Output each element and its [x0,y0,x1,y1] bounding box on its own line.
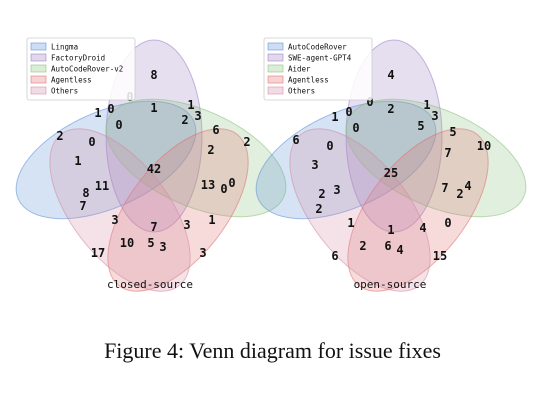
region-count: 2 [181,113,188,127]
region-count: 4 [419,221,426,235]
region-count: 3 [111,213,118,227]
region-count: 2 [387,102,394,116]
region-count: 2 [359,239,366,253]
venn-set-2 [345,98,527,218]
region-count: 6 [384,239,391,253]
legend-swatch [30,53,47,62]
region-count: 1 [94,106,101,120]
region-count: 2 [315,202,322,216]
legend-label: Agentless [288,76,329,85]
region-count: 0 [444,216,451,230]
region-count: 13 [201,178,215,192]
region-count: 3 [183,218,190,232]
legend-label: Others [51,87,78,96]
venn-set-2 [105,98,287,218]
region-count: 1 [208,213,215,227]
region-count: 1 [187,98,194,112]
legend-swatch [267,42,284,51]
region-count: 2 [243,135,250,149]
region-count: 6 [212,123,219,137]
region-count: 1 [387,223,394,237]
region-count: 4 [464,179,471,193]
legend-swatch [267,75,284,84]
figure-caption: Figure 4: Venn diagram for issue fixes [104,338,441,363]
region-count: 11 [95,179,109,193]
legend-label: SWE-agent-GPT4 [288,54,352,63]
region-count: 8 [82,186,89,200]
region-count: 0 [345,105,352,119]
region-count: 1 [74,154,81,168]
region-count: 10 [120,236,134,250]
region-count: 0 [326,139,333,153]
region-count: 4 [387,68,394,82]
region-count: 7 [150,220,157,234]
region-count: 0 [88,135,95,149]
region-count: 0 [366,95,373,109]
diagram-subtitle: open-source [354,278,427,291]
legend-label: FactoryDroid [51,54,105,63]
region-count: 3 [311,158,318,172]
legend-label: Others [288,87,315,96]
venn-set-3 [347,128,489,292]
region-count: 17 [91,246,105,260]
diagram-subtitle: closed-source [107,278,193,291]
region-count: 4 [396,243,403,257]
region-count: 1 [423,98,430,112]
legend-box [26,37,136,101]
region-count: 7 [79,199,86,213]
region-count: 0 [107,102,114,116]
region-count: 15 [433,249,447,263]
region-count: 25 [384,166,398,180]
legend-label: Lingma [51,43,78,52]
region-count: 0 [220,182,227,196]
region-count: 5 [449,125,456,139]
venn-diagram-closed-source: 801132100622201421300118737311053173Ling… [15,37,287,292]
venn-set-0 [15,100,197,220]
legend-label: Agentless [51,76,92,85]
legend-swatch [30,42,47,51]
region-count: 2 [207,143,214,157]
region-count: 3 [333,183,340,197]
region-count: 3 [431,109,438,123]
legend-label: AutoCodeRover-v2 [51,65,123,74]
region-count: 3 [159,240,166,254]
legend-swatch [30,75,47,84]
legend-swatch [30,86,47,95]
region-count: 1 [347,216,354,230]
legend-swatch [267,86,284,95]
region-count: 1 [150,101,157,115]
region-count: 3 [199,246,206,260]
region-count: 0 [352,121,359,135]
region-count: 6 [331,249,338,263]
region-count: 3 [194,109,201,123]
region-count: 0 [228,176,235,190]
region-count: 7 [441,181,448,195]
venn-figure: 801132100622201421300118737311053173Ling… [15,37,527,292]
venn-set-4 [49,128,191,292]
region-count: 42 [147,162,161,176]
region-count: 6 [292,133,299,147]
region-count: 2 [456,187,463,201]
legend-label: Aider [288,65,311,74]
venn-set-0 [255,100,437,220]
region-count: 5 [147,236,154,250]
legend-swatch [267,64,284,73]
region-count: 2 [318,187,325,201]
region-count: 8 [150,68,157,82]
legend-swatch [30,64,47,73]
region-count: 0 [115,118,122,132]
region-count: 7 [444,146,451,160]
region-count: 1 [331,110,338,124]
venn-set-4 [289,128,431,292]
region-count: 5 [417,119,424,133]
legend-box [263,37,373,101]
venn-set-3 [107,128,249,292]
legend-swatch [267,53,284,62]
region-count: 10 [477,139,491,153]
legend-label: AutoCodeRover [288,43,347,52]
region-count: 2 [56,129,63,143]
